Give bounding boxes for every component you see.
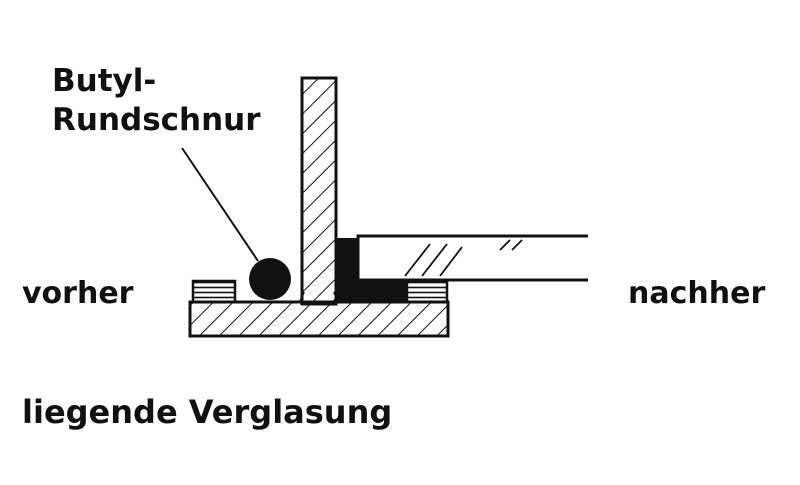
diagram-caption: liegende Verglasung — [22, 393, 393, 431]
butyl-cord-label: Butyl- Rundschnur — [52, 62, 261, 140]
cord-leader-line — [181, 147, 259, 262]
frame-vertical-web — [299, 76, 339, 306]
frame-base-flange — [188, 300, 450, 338]
butyl-cord-label-line1: Butyl- — [52, 63, 157, 99]
butyl-round-cord — [249, 258, 291, 300]
butyl-cord-label-line2: Rundschnur — [52, 101, 261, 138]
compressed-butyl-seal — [337, 238, 407, 302]
left-spacer-strips — [191, 279, 237, 304]
right-spacer-strips — [405, 279, 449, 304]
after-label: nachher — [628, 276, 766, 311]
before-label: vorher — [22, 276, 134, 311]
glass-pane — [356, 234, 588, 282]
